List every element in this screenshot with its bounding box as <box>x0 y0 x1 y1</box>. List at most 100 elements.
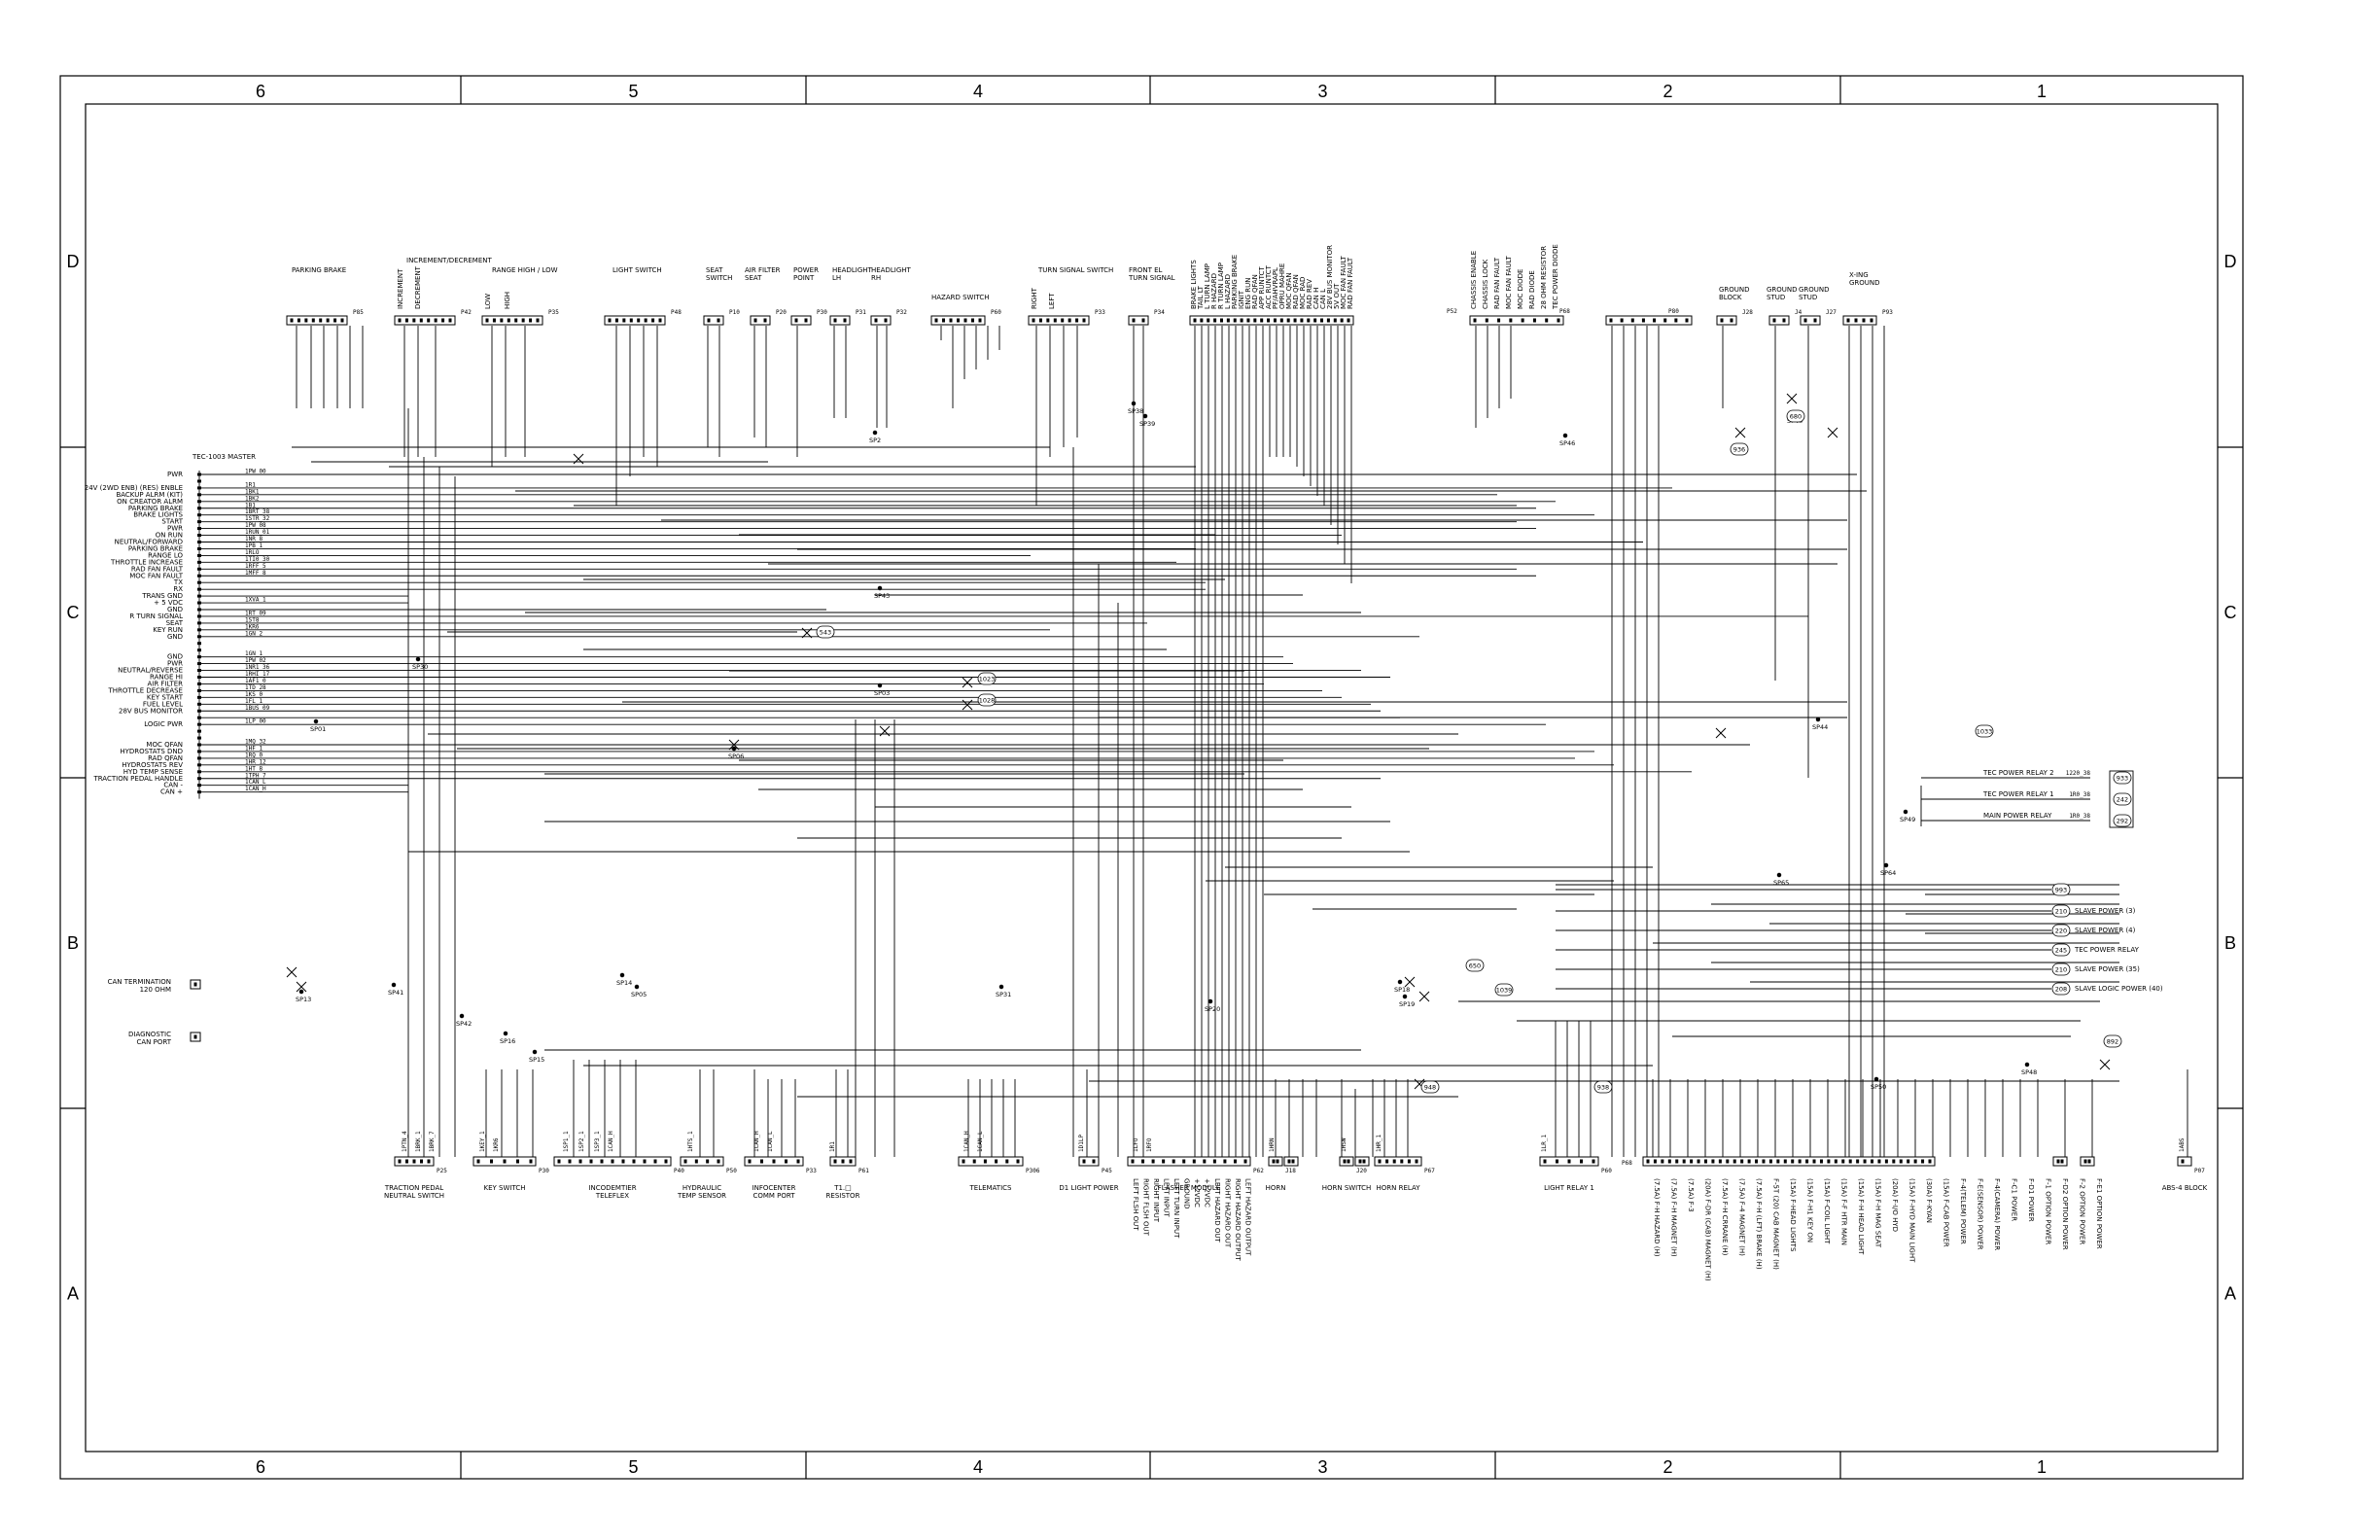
connector-ref: P48 <box>671 309 682 316</box>
circuit-ref-number: 210 <box>2055 966 2067 974</box>
component-name: SWITCH <box>706 274 732 282</box>
controller-wire-label: 1STR_32 <box>245 515 270 522</box>
connector-ref: P30 <box>817 309 827 316</box>
connector-body <box>2080 1156 2095 1167</box>
controller-pin-label: RANGE HI <box>150 674 183 682</box>
bottom-connector <box>394 1156 435 1167</box>
controller-wire-label: 1ST8 <box>245 616 260 623</box>
connector-pin <box>2056 1159 2060 1164</box>
slave-power-label: SLAVE LOGIC POWER (40) <box>2075 985 2163 993</box>
connector-pin <box>1193 318 1197 323</box>
x-stroke <box>728 739 740 751</box>
circuit-ref: 208 <box>2051 982 2071 996</box>
circuit-ref-number: 650 <box>1469 962 1481 970</box>
connector-pin <box>772 1159 776 1164</box>
splice-label: SP43 <box>874 592 890 600</box>
component-name: GROUND <box>1799 286 1830 294</box>
controller-pin <box>197 655 201 659</box>
circuit-ref-oval <box>1593 1080 1613 1094</box>
connector-body <box>829 315 851 326</box>
splice-dot <box>1402 994 1408 999</box>
controller-pin-label: RAD FAN FAULT <box>131 565 184 573</box>
connector-pin <box>1233 1159 1237 1164</box>
wire-end-x <box>962 699 973 711</box>
flasher-input-connector <box>1189 315 1354 326</box>
connector-pin <box>1532 318 1536 323</box>
connector-body <box>394 315 456 326</box>
controller-pin <box>197 621 201 625</box>
splice-label: SP65 <box>1773 879 1789 887</box>
relay-input-connector <box>1469 315 1564 326</box>
controller-wire-label: 1XVA_1 <box>245 597 266 604</box>
connector-pin <box>1862 318 1866 323</box>
splice-label: SP42 <box>456 1020 472 1028</box>
controller-pin <box>197 777 201 781</box>
connector-pin <box>1747 1159 1751 1164</box>
connector-pin <box>1813 318 1817 323</box>
connector-ref: J28 <box>1742 309 1753 316</box>
connector-pin <box>763 318 767 323</box>
connector-pin <box>1827 1159 1831 1164</box>
label: OPRU MAHRE <box>1278 263 1286 309</box>
component-name: FLASHER MODULE <box>1158 1184 1220 1192</box>
circuit-ref-oval <box>1420 1080 1440 1094</box>
component-name: SEAT <box>706 266 723 274</box>
controller-pin-label: LOGIC PWR <box>144 720 183 728</box>
connector-ref: P32 <box>896 309 907 316</box>
connector-pin <box>427 1159 431 1164</box>
splice-label: SP50 <box>1871 1083 1886 1091</box>
connector-pin <box>707 318 711 323</box>
label: (15A) F-H1 KEY ON <box>1806 1178 1814 1242</box>
lead-label: 1D1LP <box>1078 1135 1085 1152</box>
lead-label: 1KR6 <box>493 1138 500 1152</box>
controller-pin <box>197 722 201 726</box>
circuit-ref-number: 1039 <box>1496 987 1513 995</box>
connector-body <box>2052 1156 2068 1167</box>
wire-end-x <box>728 739 740 751</box>
connector-pin <box>1392 1159 1396 1164</box>
connector-pin <box>683 1159 687 1164</box>
connector-pin <box>957 318 960 323</box>
connector-pin <box>1653 1159 1657 1164</box>
connector-pin <box>398 1159 402 1164</box>
splice-dot <box>1903 809 1908 815</box>
wire-end-x <box>2099 1059 2111 1070</box>
controller-pin <box>197 541 201 543</box>
circuit-ref-number: 292 <box>2117 818 2128 825</box>
circuit-ref: 933 <box>2113 771 2132 785</box>
connector-pin <box>1783 1159 1787 1164</box>
splice-label: SP18 <box>1394 986 1410 994</box>
connector-pin <box>1768 1159 1772 1164</box>
circuit-ref: 1039 <box>1494 983 1514 997</box>
top-connector <box>1028 315 1090 326</box>
diagnostic-port-label: DIAGNOSTIC <box>128 1031 171 1038</box>
label: ACC RUNTCT <box>1265 264 1273 309</box>
x-stroke <box>573 453 584 465</box>
controller-wire-label: 1PW_08 <box>245 522 266 529</box>
connector-pin <box>1755 1159 1759 1164</box>
relay-wire-label: 1220_38 <box>2066 770 2091 777</box>
component-name: TEMP SENSOR <box>677 1192 726 1200</box>
connector-ref: P45 <box>1102 1168 1112 1174</box>
wire-end-x <box>1404 976 1416 988</box>
controller-pin <box>197 702 201 706</box>
connector-pin <box>419 318 423 323</box>
connector-pin <box>398 318 402 323</box>
controller-pin-label: PARKING BRAKE <box>128 505 183 512</box>
can-termination-label: 120 OHM <box>140 986 171 994</box>
connector-pin <box>1854 318 1858 323</box>
connector-pin <box>1848 1159 1852 1164</box>
connector-body <box>1127 1156 1251 1167</box>
splice-dot <box>313 718 319 724</box>
connector-ref: P31 <box>856 309 866 316</box>
connector-pin <box>1870 318 1873 323</box>
connector-pin <box>1913 1159 1917 1164</box>
connector-pin <box>1286 318 1290 323</box>
connector-pin <box>1509 318 1513 323</box>
controller-pin <box>197 513 201 517</box>
label: R HAZARD <box>1210 273 1218 309</box>
splice-dot <box>998 984 1004 990</box>
connector-pin <box>2181 1159 2185 1164</box>
connector-body <box>1716 315 1737 326</box>
controller-pin <box>197 580 201 584</box>
